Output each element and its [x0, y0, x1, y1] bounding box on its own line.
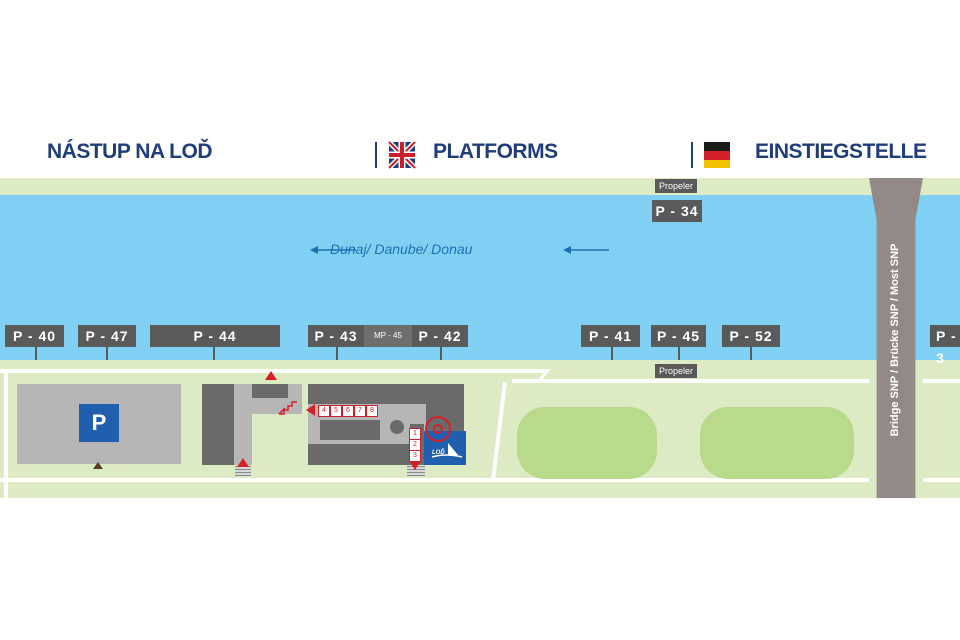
pier-post: [106, 347, 108, 360]
uk-flag-icon: [387, 140, 417, 170]
terminal-block: [320, 420, 380, 440]
germany-flag-icon: [704, 142, 730, 168]
footpath: [0, 478, 869, 482]
flow-arrow-left-icon: [310, 243, 356, 260]
gate-number: 6: [342, 405, 354, 417]
propeler-sign-top: Propeler: [655, 179, 698, 193]
entrance-arrow-icon: [265, 371, 277, 380]
stairs: [407, 466, 425, 476]
lod-logo-text: LOĎ: [432, 450, 445, 456]
pier-p44-sign: P - 44: [150, 325, 280, 347]
bridge-label: Bridge SNP / Brücke SNP / Most SNP: [889, 243, 901, 437]
pier-p40-sign: P - 40: [5, 325, 64, 347]
pier-p42-sign: P - 42: [412, 325, 468, 347]
gate-number: 3: [409, 450, 421, 462]
pier-p45-sign: P - 45: [651, 325, 706, 347]
pier-p34-sign: P - 34: [652, 200, 702, 222]
pier-post: [35, 347, 37, 360]
staircase-icon: [277, 398, 299, 421]
flow-arrow-left-icon: [563, 243, 609, 260]
gate-arrow-icon: [410, 462, 420, 470]
pier-p43-sign: P - 43: [308, 325, 364, 347]
you-are-here-icon: [425, 416, 451, 442]
danube-river: [0, 195, 960, 360]
gate-number: 8: [366, 405, 378, 417]
pier-post: [750, 347, 752, 360]
footpath: [923, 478, 960, 482]
bridge-snp: [869, 178, 923, 498]
pier-post: [611, 347, 613, 360]
header-separator: [375, 142, 377, 168]
slovak-title: NÁSTUP NA LOĎ: [47, 140, 213, 163]
pier-post: [213, 347, 215, 360]
north-riverbank: [0, 178, 960, 195]
pier-mp45-sign: MP - 45: [364, 325, 412, 347]
english-title: PLATFORMS: [433, 140, 558, 163]
footpath: [923, 379, 960, 383]
entrance-arrow-icon: [237, 458, 249, 467]
gate-arrow-icon: [306, 404, 315, 416]
gate-number: 4: [318, 405, 330, 417]
pier-p47-sign: P - 47: [78, 325, 136, 347]
river-label: Dunaj/ Danube/ Donau: [330, 241, 473, 257]
parking-sign: P: [79, 404, 119, 442]
propeler-sign-bottom: Propeler: [655, 364, 698, 378]
stairs: [235, 466, 251, 476]
german-title: EINSTIEGSTELLE: [755, 140, 927, 163]
pier-p3x-sign: P - 3: [930, 325, 960, 366]
park-lawn: [700, 407, 854, 479]
pier-p52-sign: P - 52: [722, 325, 780, 347]
pier-p41-sign: P - 41: [581, 325, 640, 347]
parking-entrance-icon: [93, 462, 103, 469]
building-dark: [202, 384, 234, 465]
header-separator: [691, 142, 693, 168]
footpath: [512, 379, 869, 383]
park-lawn: [517, 407, 657, 479]
footpath: [4, 370, 8, 498]
pier-post: [336, 347, 338, 360]
terminal-column: [390, 420, 404, 434]
building-dark: [252, 384, 288, 398]
pier-post: [678, 347, 680, 360]
gate-number: 5: [330, 405, 342, 417]
pier-post: [440, 347, 442, 360]
gate-number: 7: [354, 405, 366, 417]
